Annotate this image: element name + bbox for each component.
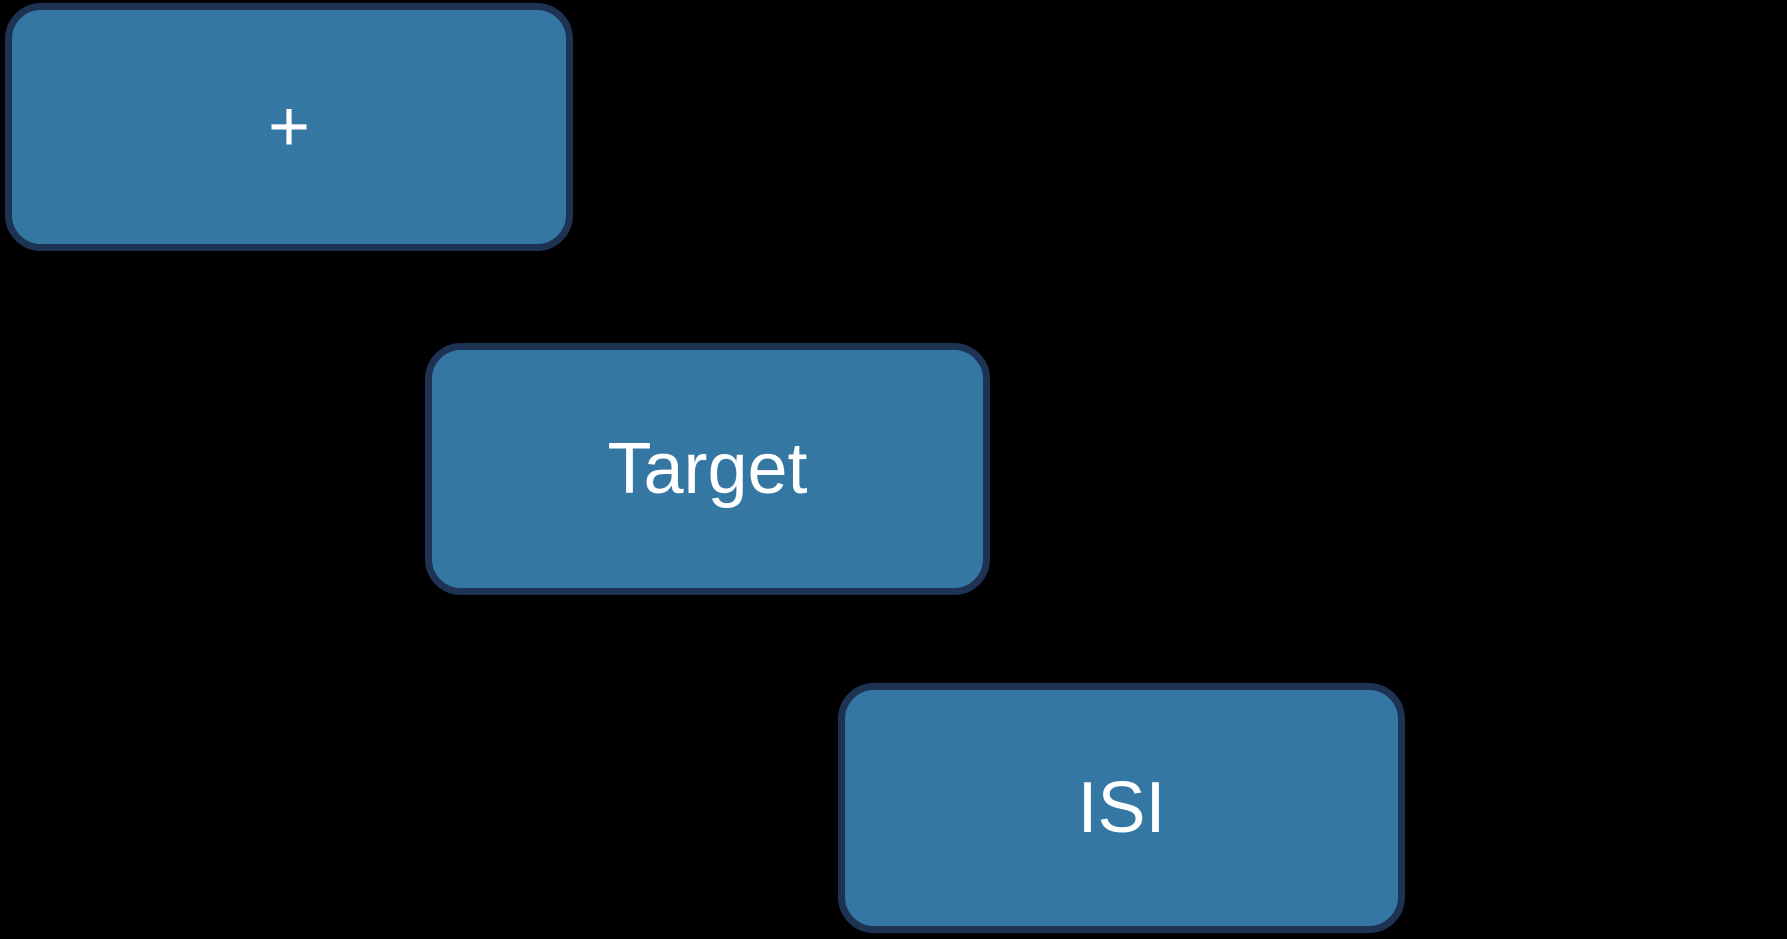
fixation-box: + bbox=[5, 3, 573, 251]
isi-label: ISI bbox=[1077, 768, 1166, 848]
fixation-cross-label: + bbox=[267, 87, 311, 167]
isi-box: ISI bbox=[838, 683, 1405, 933]
target-label: Target bbox=[607, 429, 808, 509]
target-box: Target bbox=[425, 343, 990, 595]
